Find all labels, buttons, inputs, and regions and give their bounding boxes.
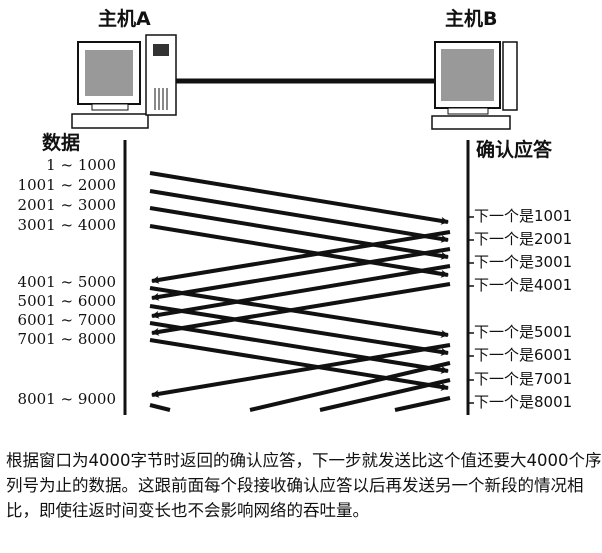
data-segment-arrow: [149, 286, 449, 338]
host-a-computer-icon: [71, 34, 177, 129]
host-a-label: 主机A: [98, 8, 151, 30]
data-segment-arrow: [149, 304, 449, 356]
ack-label: 下一个是5001: [474, 323, 573, 341]
data-segment-arrow: [149, 321, 449, 374]
ack-arrow: [151, 230, 451, 284]
ack-label: 下一个是2001: [474, 230, 573, 248]
ack-column-label: 确认应答: [476, 139, 553, 161]
ack-arrow: [151, 247, 451, 301]
ack-arrow: [394, 396, 451, 412]
host-b-label: 主机B: [445, 8, 498, 30]
ack-label: 下一个是1001: [474, 207, 573, 225]
data-segment-arrow: [149, 206, 449, 260]
ack-label: 下一个是6001: [474, 346, 573, 364]
ack-label: 下一个是4001: [474, 276, 573, 294]
ack-arrow: [249, 361, 451, 412]
ack-label: 下一个是7001: [474, 370, 573, 388]
ack-arrow: [151, 282, 451, 336]
data-segment-label: 1 ~ 1000: [46, 156, 116, 174]
data-segment-label: 4001 ~ 5000: [17, 273, 116, 291]
data-segment-label: 5001 ~ 6000: [17, 292, 116, 310]
ack-label: 下一个是8001: [474, 393, 573, 411]
data-segment-label: 3001 ~ 4000: [17, 216, 116, 234]
data-segment-arrow: [149, 189, 449, 243]
data-segment-label: 2001 ~ 3000: [17, 196, 116, 214]
caption: 根据窗口为4000字节时返回的确认应答，下一步就发送比这个值还要大4000个序列…: [6, 451, 602, 520]
data-segment-label: 6001 ~ 7000: [17, 311, 116, 329]
data-segment-arrow: [149, 224, 449, 278]
data-column-label: 数据: [42, 132, 81, 154]
ack-arrow: [151, 343, 451, 398]
host-b-computer-icon: [431, 41, 518, 130]
ack-arrow: [151, 264, 451, 319]
data-segment-label: 8001 ~ 9000: [17, 390, 116, 408]
data-segment-arrow: [149, 338, 449, 391]
ack-arrow: [319, 378, 451, 412]
ack-label: 下一个是3001: [474, 253, 573, 271]
data-segment-label: 7001 ~ 8000: [17, 330, 116, 348]
data-segment-arrow: [149, 171, 449, 225]
data-segment-arrow: [149, 403, 171, 412]
data-segment-label: 1001 ~ 2000: [17, 176, 116, 194]
